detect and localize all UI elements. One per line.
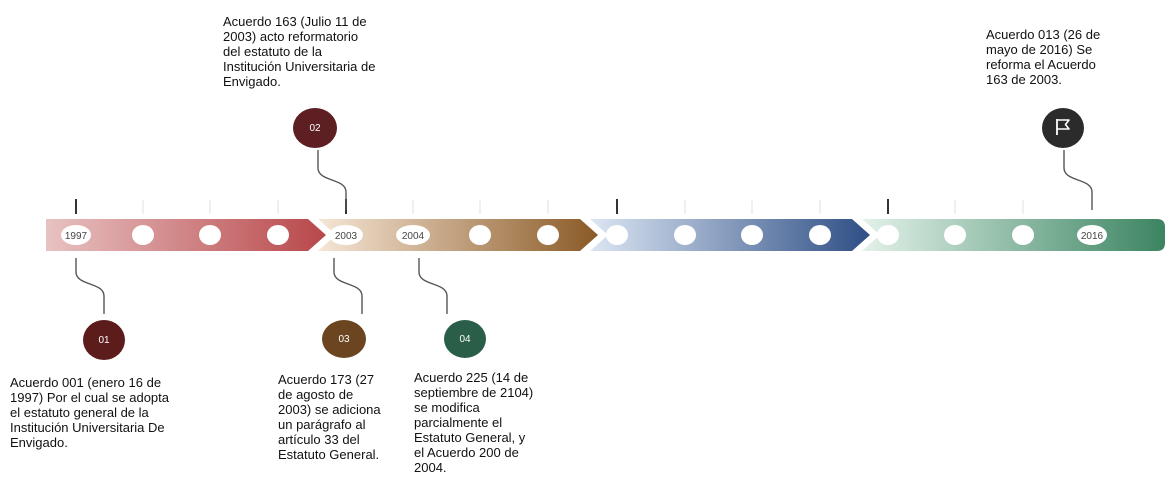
event-marker-01: 01 [83,320,125,360]
event-marker-flag [1042,108,1084,148]
connector-03 [333,258,363,314]
year-label-2003: 2003 [335,231,358,242]
connector-flag [1063,150,1093,210]
event-description-04: Acuerdo 225 (14 de septiembre de 2104) s… [414,370,534,475]
year-label-2016: 2016 [1081,231,1104,242]
connector-02 [317,150,347,210]
event-marker-03: 03 [322,320,366,358]
event-description-01: Acuerdo 001 (enero 16 de 1997) Por el cu… [10,375,169,450]
event-description-02: Acuerdo 163 (Julio 11 de 2003) acto refo… [223,14,376,89]
connectors [75,150,1093,314]
year-label-2004: 2004 [402,231,425,242]
timeline-segment-1 [46,219,326,251]
faint-ticks [142,200,1024,214]
timeline-dots [61,225,1107,245]
event-number-03: 03 [338,333,350,345]
event-description-03: Acuerdo 173 (27 de agosto de 2003) se ad… [278,372,381,462]
major-ticks [75,199,889,214]
event-marker-02: 02 [293,108,337,148]
event-number-02: 02 [309,122,321,134]
timeline-segment-2 [318,219,598,251]
event-number-04: 04 [459,333,471,345]
connector-01 [75,258,105,314]
timeline-segment-3 [590,219,870,251]
connector-04 [418,258,448,314]
event-number-01: 01 [98,334,110,346]
flag-icon [1053,117,1073,140]
year-label-1997: 1997 [65,231,88,242]
event-description-flag: Acuerdo 013 (26 de mayo de 2016) Se refo… [986,27,1101,87]
event-marker-04: 04 [444,320,486,358]
